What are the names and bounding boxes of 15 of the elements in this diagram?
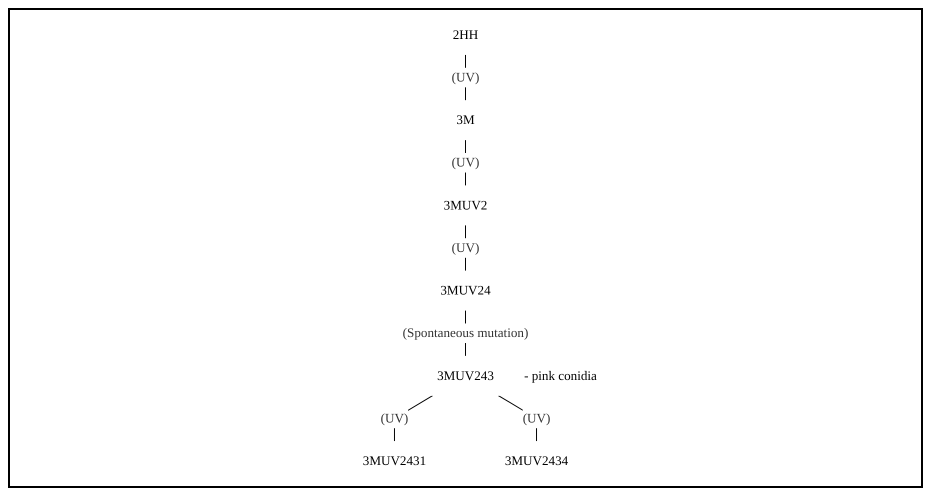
frame-border: (UV) (UV) (UV) (Spontaneous mutation) (UV) (UV) 2HH 3M 3MUV2 3MUV24 3MUV243 - pink conidia 3MUV2431 3MUV2434 [8,8,923,488]
edge-label: (UV) [452,240,480,256]
node-text: 2HH [452,28,478,42]
edge-label: (UV) [380,411,408,426]
edge-label: (UV) [452,156,480,170]
edge-label: (UV) [452,70,480,85]
node-note: - pink conidia [524,368,597,383]
node-text: 3MUV2434 [504,454,568,468]
node-text: 3MUV24 [440,283,491,298]
edge-label: (UV) [522,411,550,426]
node-text: 3M [456,112,475,128]
node-text: 3MUV2431 [362,454,426,468]
node-text: 3MUV2 [444,198,488,213]
node-text: 3MUV243 [437,368,494,384]
edge-label: (Spontaneous mutation) [402,326,528,340]
